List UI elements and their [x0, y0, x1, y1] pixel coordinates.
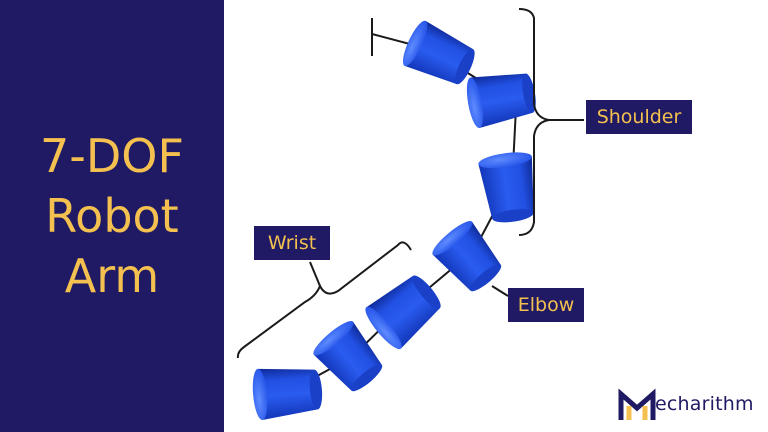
shoulder-brace — [518, 8, 584, 236]
title-line-2: Robot — [45, 189, 179, 243]
logo: echarithm — [618, 382, 766, 426]
wrist-label: Wrist — [254, 226, 330, 260]
title-line-3: Arm — [64, 249, 160, 303]
joint-2 — [463, 66, 540, 130]
logo-mark-icon — [618, 388, 656, 420]
shoulder-label: Shoulder — [586, 100, 692, 134]
joint-4 — [428, 216, 509, 299]
title-panel: 7-DOF Robot Arm — [0, 0, 224, 432]
joint-3 — [477, 149, 541, 226]
elbow-leader — [491, 285, 509, 297]
joint-7 — [250, 363, 325, 421]
logo-text: echarithm — [655, 393, 754, 415]
joint-5 — [360, 267, 449, 354]
wrist-brace — [236, 241, 412, 359]
elbow-label: Elbow — [508, 288, 584, 322]
title-line-1: 7-DOF — [40, 129, 184, 183]
